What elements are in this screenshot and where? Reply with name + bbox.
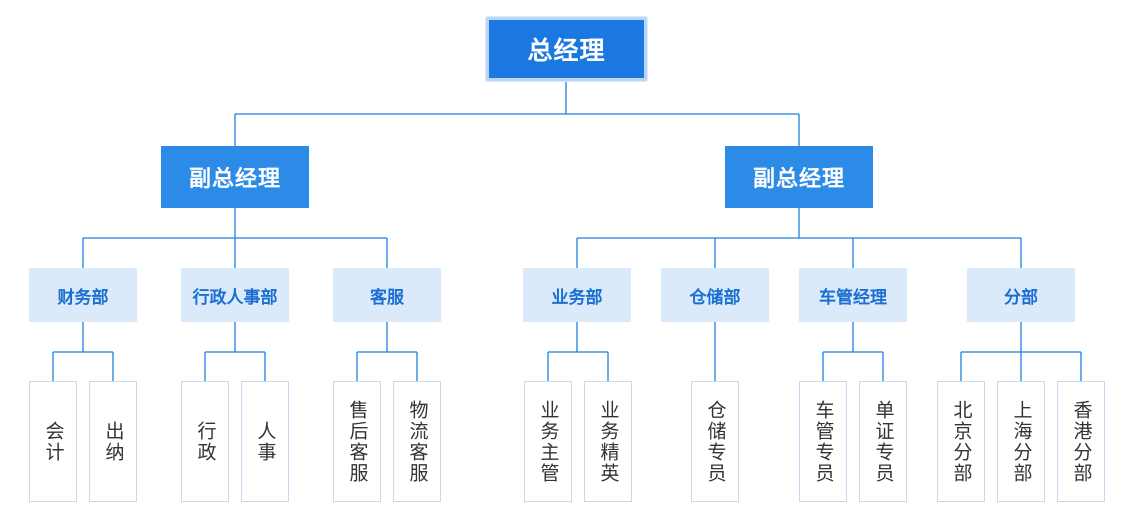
- leaf-node: 物流客服: [393, 381, 441, 502]
- leaf-label: 上海分部: [1010, 399, 1033, 484]
- dept-label: 财务部: [57, 287, 109, 308]
- leaf-label: 业务精英: [597, 399, 620, 484]
- leaf-node: 业务主管: [524, 381, 572, 502]
- leaf-node: 业务精英: [584, 381, 632, 502]
- dept-node-admin-hr: 行政人事部: [181, 268, 289, 322]
- dept-node-vehicle: 车管经理: [799, 268, 907, 322]
- vp-node-right: 副总经理: [725, 146, 873, 208]
- leaf-node: 人事: [241, 381, 289, 502]
- leaf-label: 香港分部: [1070, 399, 1093, 484]
- leaf-label: 单证专员: [872, 399, 895, 484]
- dept-label: 仓储部: [689, 287, 741, 308]
- vp-label: 副总经理: [752, 167, 845, 192]
- dept-node-warehouse: 仓储部: [661, 268, 769, 322]
- leaf-node: 售后客服: [333, 381, 381, 502]
- dept-node-customer-service: 客服: [333, 268, 441, 322]
- leaf-label: 物流客服: [406, 399, 429, 484]
- leaf-node: 北京分部: [937, 381, 985, 502]
- leaf-label: 行政: [194, 420, 217, 463]
- leaf-label: 出纳: [102, 420, 125, 463]
- leaf-label: 北京分部: [950, 399, 973, 484]
- dept-node-branches: 分部: [967, 268, 1075, 322]
- ceo-node: 总经理: [486, 17, 647, 81]
- leaf-node: 会计: [29, 381, 77, 502]
- leaf-label: 会计: [42, 420, 65, 463]
- leaf-label: 仓储专员: [704, 399, 727, 484]
- leaf-node: 出纳: [89, 381, 137, 502]
- dept-label: 业务部: [551, 287, 603, 308]
- leaf-node: 行政: [181, 381, 229, 502]
- vp-label: 副总经理: [188, 167, 281, 192]
- leaf-node: 上海分部: [997, 381, 1045, 502]
- vp-node-left: 副总经理: [161, 146, 309, 208]
- dept-node-business: 业务部: [523, 268, 631, 322]
- leaf-label: 业务主管: [537, 399, 560, 484]
- dept-label: 车管经理: [819, 287, 887, 308]
- dept-label: 分部: [1004, 287, 1038, 308]
- leaf-node: 单证专员: [859, 381, 907, 502]
- leaf-label: 人事: [254, 420, 277, 463]
- leaf-node: 香港分部: [1057, 381, 1105, 502]
- ceo-label: 总经理: [527, 36, 606, 65]
- leaf-label: 售后客服: [346, 399, 369, 484]
- dept-node-finance: 财务部: [29, 268, 137, 322]
- leaf-label: 车管专员: [812, 399, 835, 484]
- leaf-node: 车管专员: [799, 381, 847, 502]
- leaf-node: 仓储专员: [691, 381, 739, 502]
- dept-label: 行政人事部: [192, 287, 278, 308]
- dept-label: 客服: [370, 287, 404, 308]
